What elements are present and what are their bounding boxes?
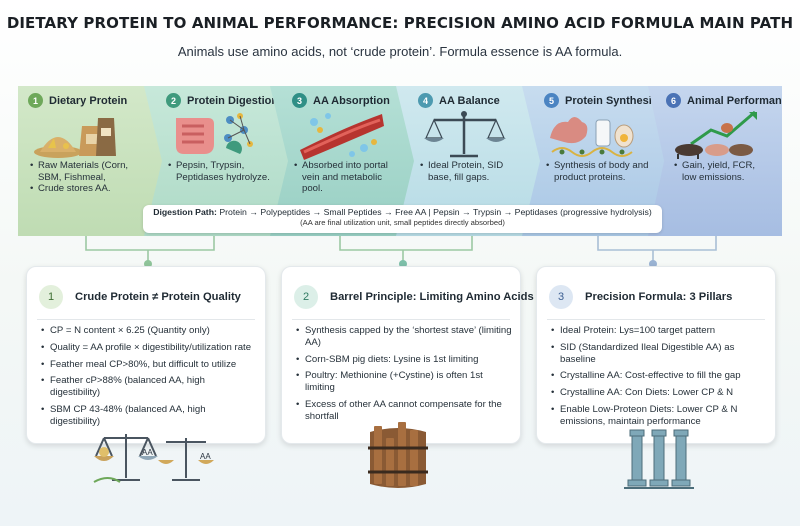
step-number: 6: [666, 93, 681, 108]
step-number: 1: [28, 93, 43, 108]
step-title: Animal Performance: [687, 94, 794, 107]
feed-bags-icon: [34, 118, 116, 158]
card-bullet: Enable Low-Proteon Diets: Lower CP & N e…: [551, 404, 767, 428]
card-bullet: Excess of other AA cannot compensate for…: [296, 399, 512, 423]
step-bullet: Gain, yield, FCR, low emissions.: [674, 160, 760, 183]
step-title: Protein Digestion: [187, 94, 279, 107]
card-bullet: Quality = AA profile × digestibility/uti…: [41, 342, 257, 354]
intestine-icon: [176, 113, 253, 154]
digestion-path-box: Digestion Path: Protein → Polypeptides →…: [143, 205, 662, 233]
card-title: Precision Formula: 3 Pillars: [585, 291, 733, 303]
card-bullet: CP = N content × 6.25 (Quantity only): [41, 325, 257, 337]
card-bullet: SBM CP 43-48% (balanced AA, high digesti…: [41, 404, 257, 428]
digestion-label: Digestion Path:: [153, 207, 217, 217]
step-bullet: Ideal Protein, SID base, fill gaps.: [420, 160, 524, 183]
svg-text:AA: AA: [142, 448, 153, 457]
step-title: AA Balance: [439, 94, 500, 107]
card-bullet: Synthesis capped by the ‘shortest stave’…: [296, 325, 512, 349]
svg-text:AA: AA: [200, 452, 211, 461]
card-bullet: Feather cP>88% (balanced AA, high digest…: [41, 375, 257, 399]
card-number: 1: [39, 285, 63, 309]
pillars-icon: [624, 429, 694, 489]
card-bullet: Ideal Protein: Lys=100 target pattern: [551, 325, 767, 337]
step-bullet: Pepsin, Trypsin, Peptidases hydrolyze.: [168, 160, 272, 183]
step-number: 3: [292, 93, 307, 108]
page-subtitle: Animals use amino acids, not ‘crude prot…: [177, 44, 623, 59]
muscle-milk-egg-icon: [550, 117, 634, 157]
step-title: Dietary Protein: [49, 94, 128, 107]
step-bullet: Synthesis of body and product proteins.: [546, 160, 650, 183]
card-title: Barrel Principle: Limiting Amino Acids: [330, 291, 534, 303]
card-crude-protein: 1 Crude Protein ≠ Protein Quality CP = N …: [26, 266, 266, 444]
card-bullet: SID (Standardized Ileal Digestible AA) a…: [551, 342, 767, 366]
step-number: 5: [544, 93, 559, 108]
scales-aa-icon: AA AA: [93, 434, 214, 483]
livestock-growth-icon: [675, 110, 757, 159]
card-title: Crude Protein ≠ Protein Quality: [75, 291, 241, 303]
card-bullet: Corn-SBM pig diets: Lysine is 1st limiti…: [296, 354, 512, 366]
step-number: 4: [418, 93, 433, 108]
balance-scale-icon: [424, 111, 506, 158]
card-precision-formula: 3 Precision Formula: 3 Pillars Ideal Prot…: [536, 266, 776, 444]
barrel-icon: [368, 422, 428, 488]
card-bullet: Feather meal CP>80%, but difficult to ut…: [41, 359, 257, 371]
page-title: DIETARY PROTEIN TO ANIMAL PERFORMANCE: P…: [6, 14, 794, 32]
step-number: 2: [166, 93, 181, 108]
step-bullet: Raw Materials (Corn, SBM, Fishmeal,: [30, 160, 146, 183]
digestion-path: Protein → Polypeptides → Small Peptides …: [219, 207, 652, 217]
card-number: 2: [294, 285, 318, 309]
card-number: 3: [549, 285, 573, 309]
digestion-note: (AA are final utilization unit, small pe…: [300, 218, 505, 227]
step-bullet: Crude stores AA.: [30, 183, 146, 195]
step-title: AA Absorption: [313, 94, 390, 107]
card-bullet: Poultry: Methionine (+Cystine) is often …: [296, 370, 512, 394]
card-bullet: Crystalline AA: Con Diets: Lower CP & N: [551, 387, 767, 399]
card-bullet: Crystalline AA: Cost-effective to fill t…: [551, 370, 767, 382]
step-bullet: Absorbed into portal vein and metabolic …: [294, 160, 398, 195]
step-title: Protein Synthesis: [565, 94, 658, 107]
blood-vessel-icon: [300, 113, 384, 160]
